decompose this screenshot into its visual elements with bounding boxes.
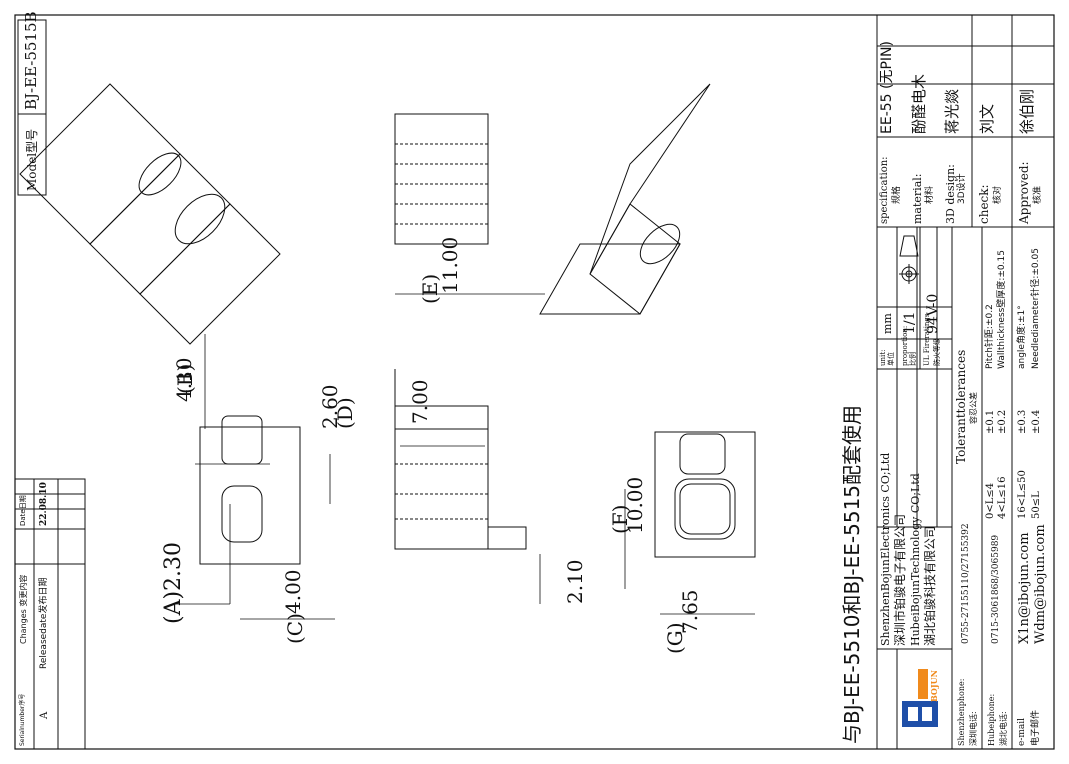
design-value: 蒋光燚 (943, 88, 961, 134)
company-line-1: ShenzhenBojunElectronics CO;Ltd (879, 452, 892, 646)
side-view (394, 369, 527, 550)
company-line-4: 湖北铂骏科技有限公司 (923, 525, 937, 646)
tol-range-1: 4<L≤16 (997, 476, 1008, 520)
bojun-logo-icon (898, 659, 948, 729)
tol-val-1: ±0.2 (997, 409, 1008, 434)
changes-header-change: Changes 变更内容 (19, 574, 28, 644)
pairing-note: 与BJ-EE-5510和BJ-EE-5515配套使用 (840, 404, 864, 744)
spec-value: EE-55 (无PIN) (879, 41, 895, 134)
material-label: material: (911, 173, 924, 224)
approved-label: Approved: (1017, 161, 1031, 224)
model-value: BJ-EE-5515B (22, 11, 40, 110)
model-box (17, 19, 47, 196)
dimension-lines (172, 293, 755, 620)
dim-b-value: 4.10 (172, 357, 196, 402)
email-2[interactable]: Wdm@ibojun.com (1033, 524, 1048, 644)
isometric-view-1 (19, 83, 281, 345)
changes-header-serial: Serialnumber序号 (19, 693, 26, 746)
email-1[interactable]: X1n@ibojun.com (1017, 532, 1032, 644)
tolerance-title-cn: 容忍公差 (969, 392, 978, 424)
email-label-cn: 电子邮件 (1031, 709, 1041, 746)
dim-e-value: 11.00 (438, 236, 462, 294)
dim-f-value: 10.00 (623, 476, 647, 534)
title-block-lines (876, 14, 1055, 750)
material-label-cn: 材料 (925, 185, 935, 204)
shenzhen-phone-label: Shenzhenphone: (957, 678, 966, 746)
changes-header-date: Date日期 (19, 495, 27, 526)
shenzhen-phone: 0755-27155110/27155392 (961, 523, 971, 644)
needle-tolerance: Needlediameter针径:±0.05 (1031, 248, 1041, 369)
check-value: 刘文 (978, 103, 996, 134)
email-label: e-mail (1017, 717, 1027, 746)
spec-label-cn: 规格 (892, 185, 902, 204)
company-line-2: 深圳市铂骏电子有限公司 (893, 513, 907, 646)
wall-tolerance: Wallthickness壁厚度:±0.15 (997, 250, 1007, 369)
dim-d-value: 2.60 (318, 384, 342, 429)
design-label: 3D design: (944, 164, 957, 224)
spec-label: specification: (879, 156, 890, 224)
company-line-3: HubeiBojunTechnology CO;Ltd (909, 473, 922, 646)
design-label-cn: 3D设计 (957, 173, 967, 204)
unit-value: mm (881, 313, 894, 334)
isometric-view-2 (539, 83, 711, 315)
changes-row-serial: A (39, 711, 50, 719)
tol-range-2: 16<L≤50 (1017, 470, 1028, 519)
model-label: Model型号 (25, 128, 39, 191)
pitch-tolerance: Pitch针距:±0.2 (985, 304, 995, 369)
proportion-label-cn: 比例 (909, 352, 917, 366)
check-label: check: (977, 184, 991, 224)
fire-label-cn: 防火等级 (933, 338, 941, 366)
dim-a: (A)2.30 (161, 541, 186, 624)
logo-text: BOJUN (929, 670, 939, 702)
top-view (394, 113, 489, 245)
dim-210: 2.10 (563, 559, 587, 604)
tol-val-3: ±0.4 (1031, 409, 1042, 434)
tol-val-2: ±0.3 (1017, 409, 1028, 434)
unit-label-cn: 单位 (887, 352, 895, 366)
unit-label: unit: (879, 349, 887, 366)
dim-c-value: 4.00 (281, 569, 305, 614)
changes-table-lines (14, 478, 86, 750)
dim-g-value: 7.65 (678, 589, 702, 634)
front-view-slots (199, 415, 301, 565)
hubei-phone-label-cn: 湖北电话: (999, 711, 1008, 746)
tol-range-0: 0<L≤4 (985, 482, 996, 519)
dim-700: 7.00 (408, 379, 432, 424)
hubei-phone: 0715-3061868/3065989 (991, 534, 1001, 644)
dim-c-label: (C) (283, 613, 307, 644)
material-value: 酚醛电木 (910, 73, 928, 134)
tol-range-3: 50≤L (1031, 491, 1042, 519)
angle-tolerance: angle角度:±1° (1017, 305, 1027, 369)
dim-e-label: (E) (418, 273, 442, 304)
tol-val-0: ±0.1 (985, 409, 996, 434)
changes-row-change: Releasedate发布日期 (39, 577, 49, 669)
hubei-phone-label: Hubeiphone: (987, 693, 996, 746)
check-label-cn: 核对 (993, 185, 1003, 204)
shenzhen-phone-label-cn: 深圳电话: (969, 711, 978, 746)
projection-symbol-icon (899, 235, 919, 284)
changes-row-date: 22.08.10 (39, 482, 49, 526)
approved-label-cn: 核准 (1033, 185, 1043, 204)
proportion-value: 1/1 (902, 311, 918, 334)
tolerance-title: Toleranttolerances (954, 349, 968, 464)
bottom-view (654, 431, 756, 558)
approved-value: 徐伯刚 (1018, 88, 1036, 134)
fire-value: 94V-0 (925, 293, 941, 334)
